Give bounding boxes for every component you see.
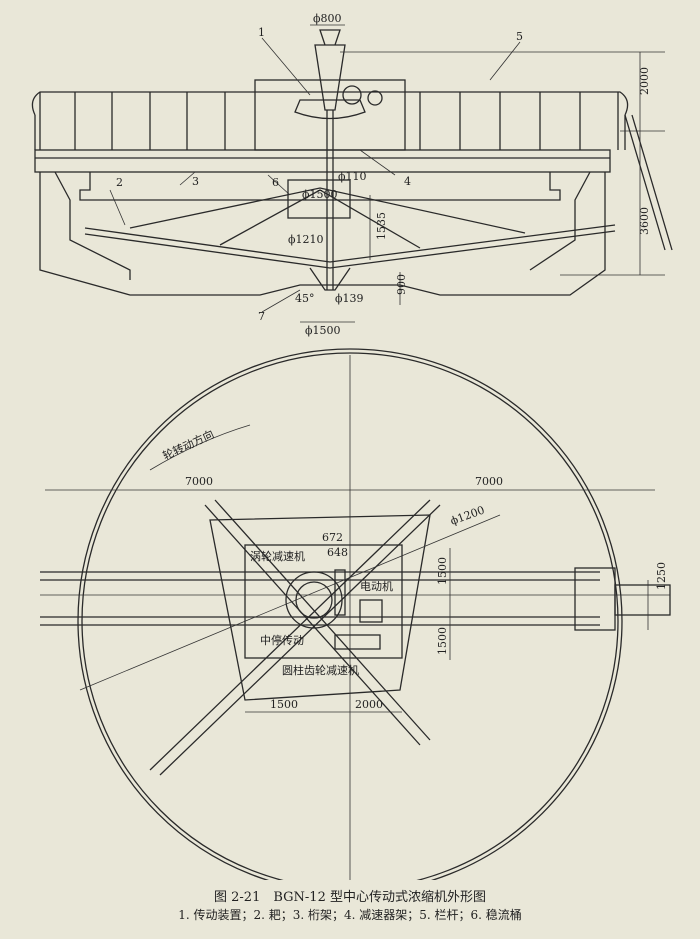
spur-gear-reducer-label: 圆柱齿轮减速机 <box>282 663 359 677</box>
part-4-label: 4 <box>404 175 411 188</box>
dim-1500-horizontal: 1500 <box>270 698 298 711</box>
dim-d1200: ϕ1200 <box>449 503 487 527</box>
dim-1500-upper: 1500 <box>436 557 449 585</box>
dim-d110: ϕ110 <box>338 170 367 183</box>
plan-view <box>40 348 671 880</box>
dim-d800: ϕ800 <box>313 12 342 25</box>
elevation-labels: ϕ800 1 2 3 4 5 6 7 ϕ1500 ϕ110 1535 ϕ1210… <box>116 12 651 337</box>
part-6-label: 6 <box>272 176 279 189</box>
dim-7000-left: 7000 <box>185 475 213 488</box>
dim-1500-lower: 1500 <box>436 627 449 655</box>
rotation-direction-label: 轮转动方向 <box>160 427 216 463</box>
dim-d1500: ϕ1500 <box>302 188 338 201</box>
part-5-label: 5 <box>516 30 523 43</box>
dim-900: 900 <box>395 274 408 295</box>
part-7-label: 7 <box>258 310 265 323</box>
dim-648: 648 <box>327 546 348 559</box>
dim-d139: ϕ139 <box>335 292 364 305</box>
dim-1535: 1535 <box>375 212 388 240</box>
center-drive-label: 中停传动 <box>260 633 304 647</box>
dim-7000-right: 7000 <box>475 475 503 488</box>
figure-legend: 1. 传动装置；2. 耙；3. 桁架；4. 减速器架；5. 栏杆；6. 稳流桶 <box>178 908 522 922</box>
thickener-drawing: ϕ800 1 2 3 4 5 6 7 ϕ1500 ϕ110 1535 ϕ1210… <box>31 12 673 880</box>
figure-title: 图 2-21 BGN-12 型中心传动式浓缩机外形图 <box>214 890 486 905</box>
dim-672: 672 <box>322 531 343 544</box>
dim-2000: 2000 <box>638 67 651 95</box>
dim-3600: 3600 <box>638 207 651 235</box>
elevation-view <box>31 24 673 323</box>
plan-labels: 轮转动方向 7000 7000 ϕ1200 672 648 涡轮减速机 电动机 … <box>160 427 668 711</box>
part-3-label: 3 <box>192 175 199 188</box>
angle-45: 45° <box>295 292 315 305</box>
motor-label: 电动机 <box>360 579 393 593</box>
part-2-label: 2 <box>116 176 123 189</box>
dim-d1210: ϕ1210 <box>288 233 324 246</box>
dim-1250: 1250 <box>655 562 668 590</box>
dim-2000-horizontal: 2000 <box>355 698 383 711</box>
worm-reducer-label: 涡轮减速机 <box>250 549 305 563</box>
part-1-label: 1 <box>258 26 265 39</box>
dim-d1500-bottom: ϕ1500 <box>305 324 341 337</box>
